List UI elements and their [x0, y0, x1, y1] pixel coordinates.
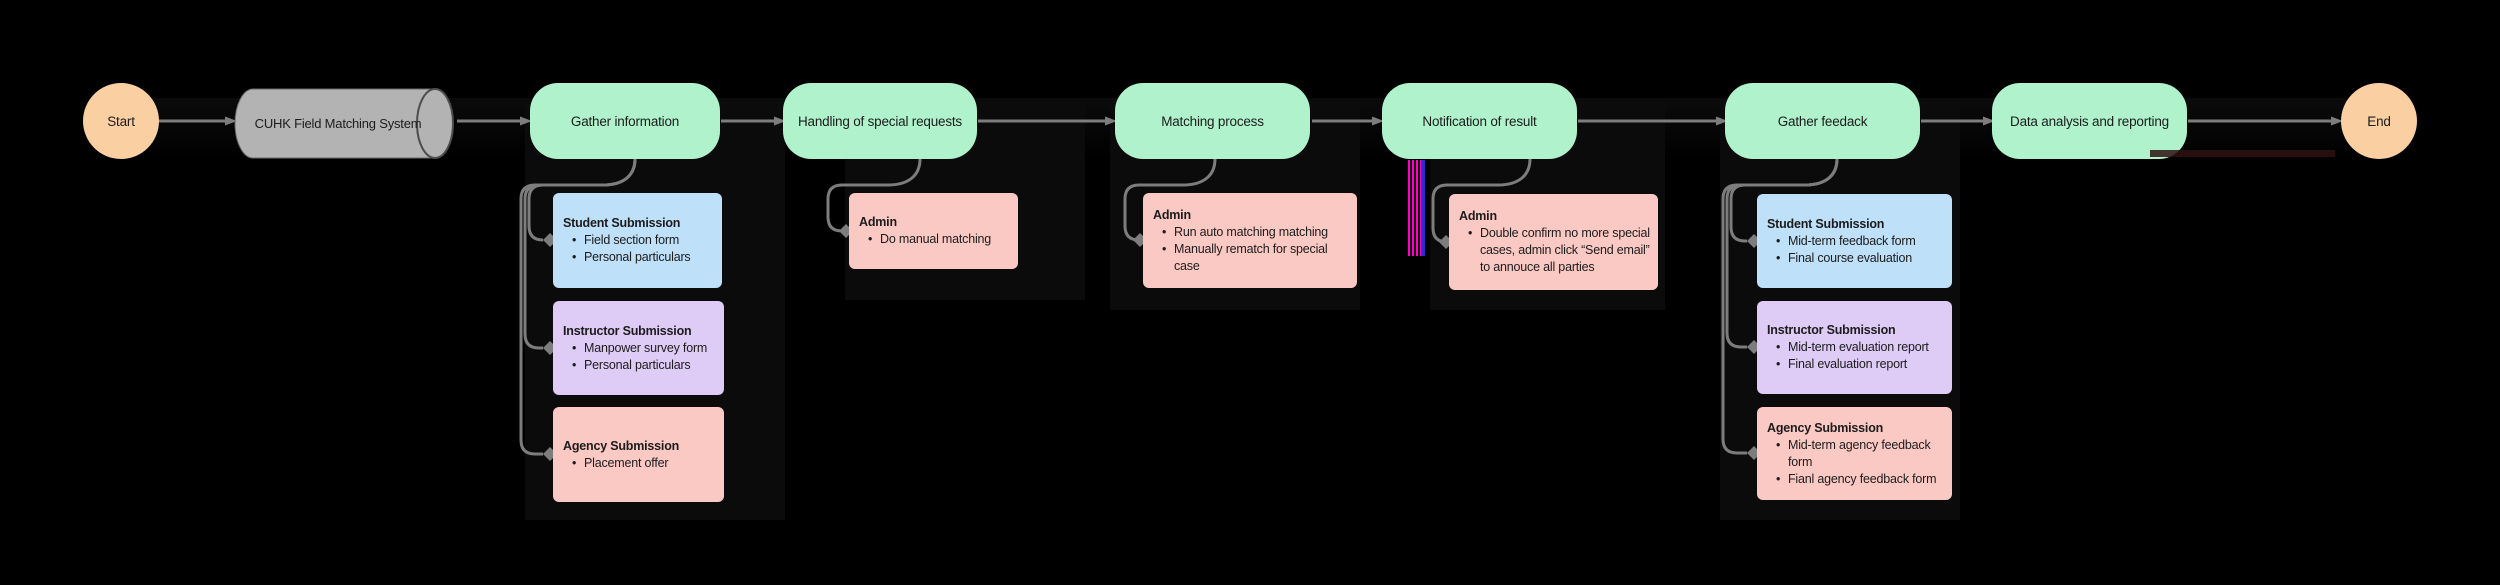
box-item: Fianl agency feedback form: [1773, 471, 1948, 488]
stage-label: Gather feedack: [1777, 113, 1868, 129]
box-list: Do manual matching: [859, 231, 1014, 248]
box-item: Placement offer: [569, 455, 720, 472]
box-title: Agency Submission: [1767, 420, 1884, 435]
node-gather-feedback: Gather feedack: [1725, 83, 1920, 159]
box-item: Field section form: [569, 232, 718, 249]
box-title: Student Submission: [1767, 216, 1885, 231]
box-item: Do manual matching: [865, 231, 1014, 248]
box-item: Mid-term agency feedback form: [1773, 437, 1948, 471]
box-item: Double confirm no more special cases, ad…: [1465, 225, 1654, 276]
box-list: Manpower survey form Personal particular…: [563, 340, 720, 374]
box-item: Final evaluation report: [1773, 356, 1948, 373]
detail-box-instructor-submission-1: Instructor Submission Manpower survey fo…: [553, 301, 724, 395]
node-system: CUHK Field Matching System: [240, 89, 436, 158]
detail-box-agency-submission-1: Agency Submission Placement offer: [553, 407, 724, 502]
box-title: Admin: [1153, 207, 1191, 222]
box-item: Personal particulars: [569, 357, 720, 374]
node-notification-of-result: Notification of result: [1382, 83, 1577, 159]
box-title: Instructor Submission: [563, 323, 692, 338]
detail-box-student-submission-2: Student Submission Mid-term feedback for…: [1757, 194, 1952, 288]
box-item: Manpower survey form: [569, 340, 720, 357]
box-list: Placement offer: [563, 455, 720, 472]
node-matching-process: Matching process: [1115, 83, 1310, 159]
box-title: Instructor Submission: [1767, 323, 1896, 337]
box-list: Mid-term agency feedback form Fianl agen…: [1767, 437, 1948, 488]
stage-label: Handling of special requests: [797, 113, 962, 129]
node-system-label: CUHK Field Matching System: [254, 116, 422, 131]
detail-box-student-submission-1: Student Submission Field section form Pe…: [553, 193, 722, 288]
render-artifact-magenta-bar: [1408, 160, 1421, 256]
box-title: Admin: [1459, 209, 1497, 223]
node-end: End: [2341, 83, 2417, 159]
detail-box-instructor-submission-2: Instructor Submission Mid-term evaluatio…: [1757, 301, 1952, 394]
stage-label: Data analysis and reporting: [2010, 113, 2169, 129]
box-title: Agency Submission: [563, 438, 680, 453]
stage-label: Notification of result: [1422, 113, 1537, 129]
stage-label: Matching process: [1161, 113, 1264, 129]
box-title: Admin: [859, 215, 897, 229]
box-list: Double confirm no more special cases, ad…: [1459, 225, 1654, 276]
box-item: Mid-term feedback form: [1773, 233, 1948, 250]
node-start-label: Start: [107, 113, 135, 129]
detail-box-admin-matching: Admin Run auto matching matching Manuall…: [1143, 193, 1357, 288]
box-list: Mid-term feedback form Final course eval…: [1767, 233, 1948, 267]
node-handling-special-requests: Handling of special requests: [783, 83, 977, 159]
node-gather-information: Gather information: [530, 83, 720, 159]
stage-label: Gather information: [570, 113, 680, 129]
node-end-label: End: [2367, 113, 2391, 129]
render-artifact-smear: [2150, 150, 2335, 157]
node-start: Start: [83, 83, 159, 159]
node-data-analysis-reporting: Data analysis and reporting: [1992, 83, 2187, 159]
box-list: Field section form Personal particulars: [563, 232, 718, 266]
box-item: Mid-term evaluation report: [1773, 339, 1948, 356]
detail-box-agency-submission-2: Agency Submission Mid-term agency feedba…: [1757, 407, 1952, 500]
box-title: Student Submission: [563, 216, 681, 230]
box-item: Run auto matching matching: [1159, 224, 1353, 241]
box-list: Run auto matching matching Manually rema…: [1153, 224, 1353, 275]
box-list: Mid-term evaluation report Final evaluat…: [1767, 339, 1948, 373]
detail-box-admin-notification: Admin Double confirm no more special cas…: [1449, 194, 1658, 290]
box-item: Personal particulars: [569, 249, 718, 266]
box-item: Final course evaluation: [1773, 250, 1948, 267]
detail-box-admin-manual: Admin Do manual matching: [849, 193, 1018, 269]
box-item: Manually rematch for special case: [1159, 241, 1353, 275]
